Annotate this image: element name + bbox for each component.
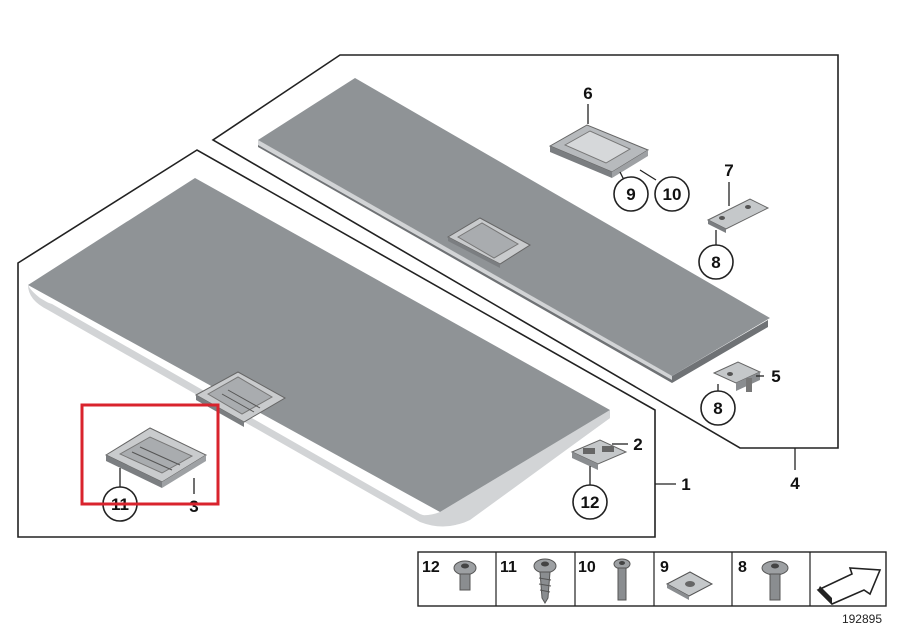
flange-screw-icon <box>761 560 789 601</box>
direction-arrow-icon <box>816 567 882 605</box>
callout-9-circle <box>613 176 649 212</box>
callout-1: 1 <box>681 475 690 494</box>
part-5-clip <box>712 361 762 392</box>
callout-9: 9 <box>626 185 635 204</box>
hardware-legend: 12 11 10 9 8 <box>417 551 887 607</box>
callout-10: 10 <box>663 185 682 204</box>
legend-label-8: 8 <box>738 559 747 576</box>
callout-8a-circle <box>698 244 734 280</box>
part-7-bracket <box>706 198 770 233</box>
group-frame-4 <box>211 54 839 449</box>
highlight-box <box>80 403 220 506</box>
callout-8b: 8 <box>713 399 722 418</box>
callout-8a: 8 <box>711 253 720 272</box>
legend-label-11: 11 <box>500 559 517 576</box>
part-2-clip <box>570 439 628 470</box>
callout-6: 6 <box>583 84 592 103</box>
front-shelf-panel <box>28 178 610 527</box>
callout-5: 5 <box>771 367 780 386</box>
square-nut-icon <box>665 571 714 600</box>
rear-shelf-panel <box>258 78 770 383</box>
legend-label-12: 12 <box>422 559 440 576</box>
legend-label-9: 9 <box>660 559 669 576</box>
callout-12-circle <box>572 484 608 520</box>
front-panel-handle <box>194 371 287 427</box>
callout-10-circle <box>654 176 690 212</box>
self-tapping-screw-icon <box>533 558 557 604</box>
callout-3: 3 <box>189 497 198 516</box>
callout-4: 4 <box>790 474 800 493</box>
legend-label-10: 10 <box>578 559 596 576</box>
callout-7: 7 <box>724 161 733 180</box>
long-screw-icon <box>613 558 631 601</box>
callout-2: 2 <box>633 435 642 454</box>
part-3-handle <box>104 427 208 488</box>
callout-12: 12 <box>581 493 600 512</box>
group-frame-1 <box>17 149 656 538</box>
callout-8b-circle <box>700 390 736 426</box>
torx-screw-short-icon <box>453 560 477 591</box>
rear-panel-handle <box>446 217 531 268</box>
diagram-number: 192895 <box>842 612 882 626</box>
part-6-handle <box>548 124 650 178</box>
